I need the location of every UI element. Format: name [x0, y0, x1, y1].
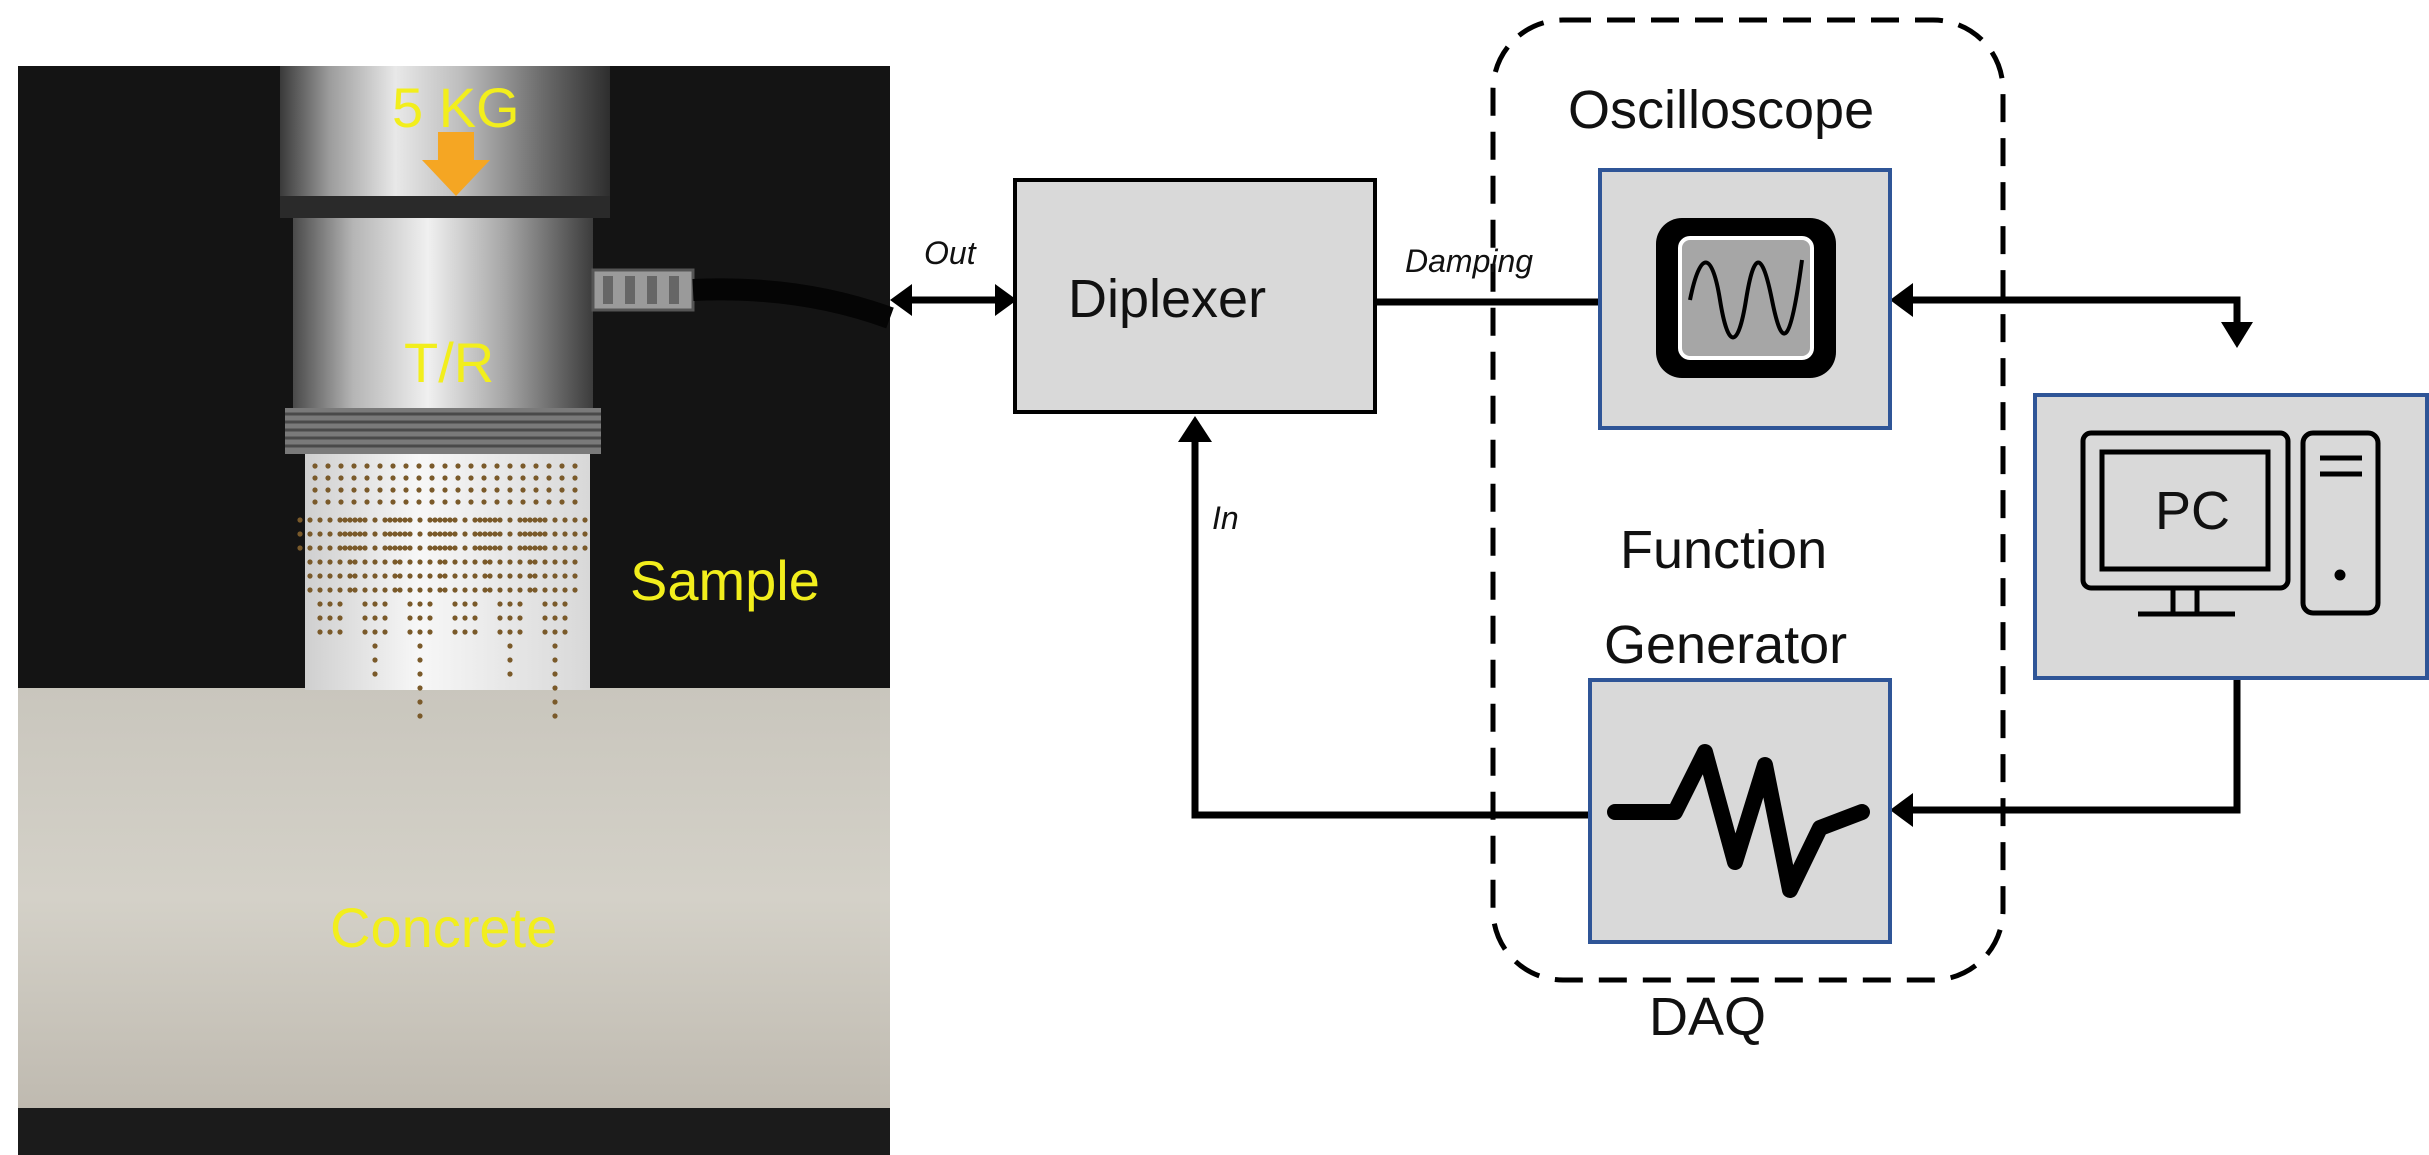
pc-fg-link [1902, 678, 2241, 814]
concrete-label: Concrete [330, 896, 558, 959]
daq-label: DAQ [1649, 987, 1767, 1047]
sample-tube [305, 454, 590, 690]
diplexer-block [1013, 178, 1377, 414]
daq-enclosure [1490, 17, 2006, 983]
pc-block [2033, 393, 2429, 680]
transducer-label: T/R [404, 331, 495, 394]
connections [902, 296, 2241, 819]
concrete-block [18, 688, 890, 1108]
transducer [293, 218, 593, 408]
out-label: Out [924, 235, 976, 271]
oscilloscope-icon [1656, 218, 1836, 378]
osc-pc-link [1902, 296, 2241, 330]
oscilloscope-label: Oscilloscope [1568, 80, 1875, 140]
diplexer-label: Diplexer [1068, 269, 1267, 329]
arrowheads [890, 283, 2253, 827]
in-link [1191, 440, 1590, 819]
load-arrow [422, 132, 490, 196]
pc-icon [2080, 430, 2381, 617]
damping-label: Damping [1405, 243, 1534, 279]
pc-label: PC [2155, 481, 2231, 541]
function-label: Function [1620, 520, 1828, 580]
waveform-icon [1607, 744, 1870, 898]
photo-panel [18, 66, 894, 1155]
generator-label: Generator [1604, 615, 1848, 675]
load-label: 5 KG [392, 76, 520, 139]
sample-label: Sample [630, 549, 820, 612]
in-label: In [1212, 500, 1239, 536]
